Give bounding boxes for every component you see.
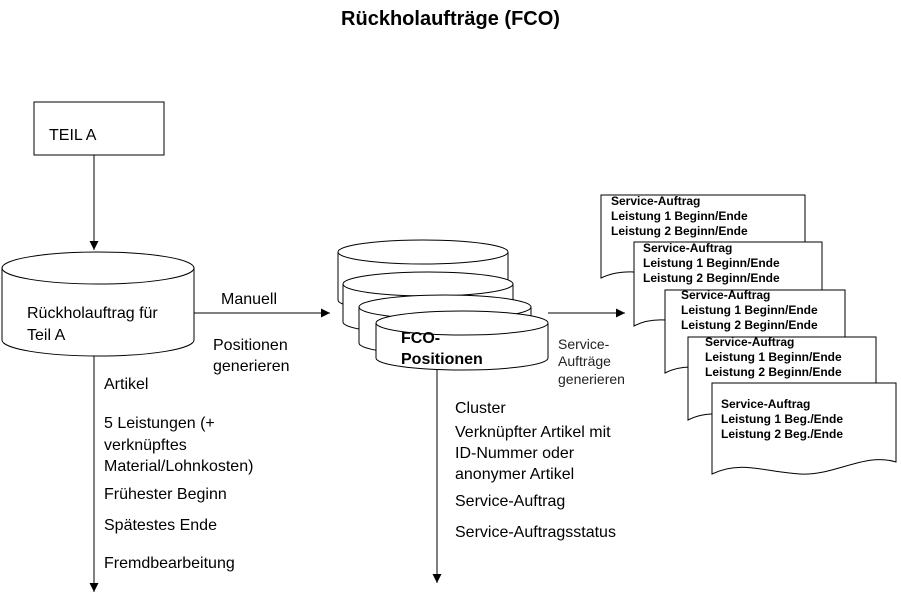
middle-list-item: Verknüpfter Artikel mit [455, 424, 611, 441]
service-doc-5-line: Leistung 1 Beg./Ende [721, 412, 844, 426]
service-doc-4-title: Service-Auftrag [705, 335, 795, 349]
fco-positions-line1: FCO- [401, 330, 441, 347]
left-list-item: verknüpftes [104, 437, 187, 454]
left-list-item: Fremdbearbeitung [104, 555, 235, 572]
service-doc-4-line: Leistung 1 Beginn/Ende [705, 350, 842, 364]
middle-list-item: Cluster [455, 400, 506, 417]
middle-list-item: ID-Nummer oder [455, 445, 575, 462]
service-doc-3-title: Service-Auftrag [681, 288, 771, 302]
left-list-item: Frühester Beginn [104, 486, 227, 503]
return-order-label-line1: Rückholauftrag für [27, 305, 158, 322]
manual-label: Manuell [221, 291, 278, 308]
fco-cylinder-stack [337, 239, 549, 371]
service-doc-2-title: Service-Auftrag [643, 241, 733, 255]
left-list-item: 5 Leistungen (+ [104, 415, 215, 432]
service-doc-5 [711, 382, 897, 475]
service-orders-generate-line2: Aufträge [558, 353, 611, 369]
middle-list-item: anonymer Artikel [455, 466, 575, 483]
middle-list-item: Service-Auftragsstatus [455, 524, 616, 541]
service-doc-1-title: Service-Auftrag [611, 194, 701, 208]
service-orders-generate-line1: Service- [558, 336, 610, 352]
fco-cylinder-front [375, 310, 549, 371]
service-doc-1-line: Leistung 1 Beginn/Ende [611, 209, 748, 223]
service-orders-generate-line3: generieren [558, 371, 625, 387]
service-doc-5-line: Leistung 2 Beg./Ende [721, 427, 844, 441]
service-doc-2-line: Leistung 2 Beginn/Ende [643, 271, 780, 285]
service-doc-4-line: Leistung 2 Beginn/Ende [705, 365, 842, 379]
left-list-item: Material/Lohnkosten) [104, 458, 254, 475]
return-order-label-line2: Teil A [27, 327, 66, 344]
fco-positions-line2: Positionen [401, 351, 483, 368]
teil-a-box [33, 101, 165, 156]
left-list-item: Artikel [104, 376, 149, 393]
left-list-item: Spätestes Ende [104, 517, 217, 534]
service-doc-5-title: Service-Auftrag [721, 397, 811, 411]
diagram-title: Rückholaufträge (FCO) [341, 8, 560, 30]
return-order-cylinder [1, 251, 195, 357]
service-doc-2-line: Leistung 1 Beginn/Ende [643, 256, 780, 270]
middle-list-item: Service-Auftrag [455, 493, 566, 510]
service-doc-1-line: Leistung 2 Beginn/Ende [611, 224, 748, 238]
generate-positions-line1: Positionen [213, 337, 288, 354]
service-doc-3-line: Leistung 2 Beginn/Ende [681, 318, 818, 332]
generate-positions-line2: generieren [213, 358, 290, 375]
service-doc-3-line: Leistung 1 Beginn/Ende [681, 303, 818, 317]
teil-a-label: TEIL A [49, 127, 97, 144]
